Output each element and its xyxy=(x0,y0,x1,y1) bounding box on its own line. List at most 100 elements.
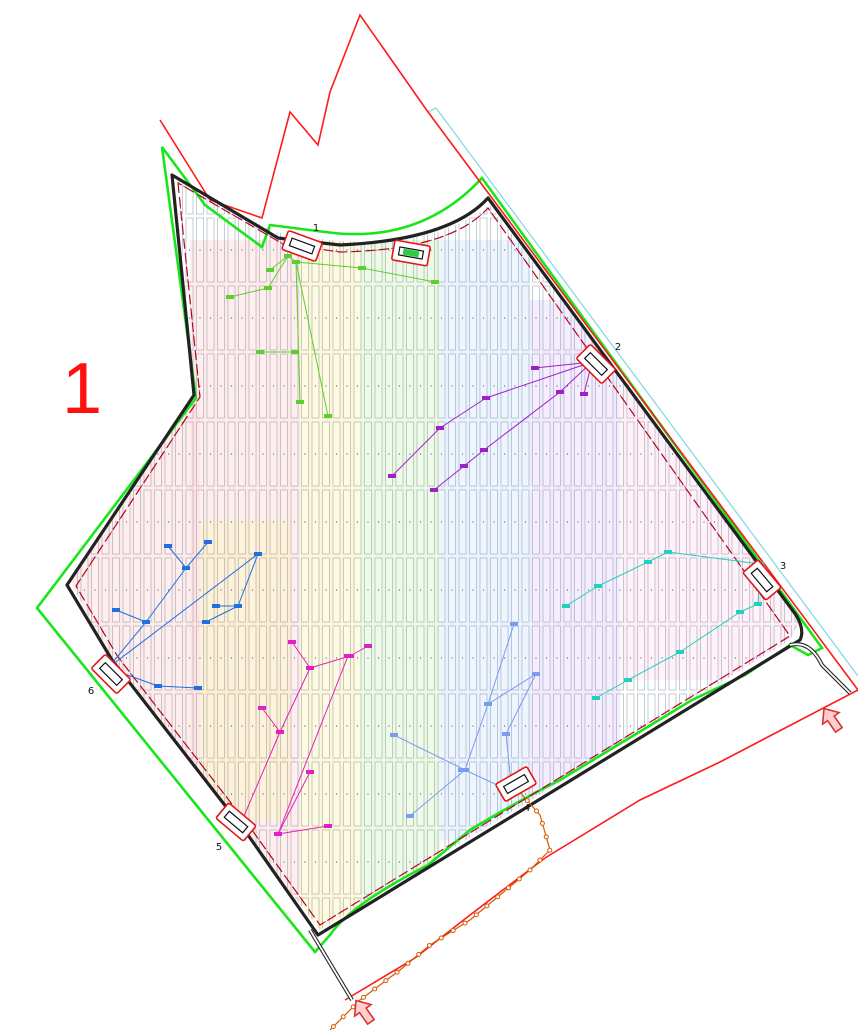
zone-tint xyxy=(440,240,530,840)
module-marker xyxy=(419,793,422,795)
module-row xyxy=(574,897,582,930)
module-marker xyxy=(451,793,453,795)
module-row xyxy=(227,829,236,895)
module-marker xyxy=(178,317,180,319)
module-marker xyxy=(398,929,401,930)
module-row xyxy=(710,693,719,759)
module-marker xyxy=(325,589,327,591)
module-marker xyxy=(63,589,64,590)
module-marker xyxy=(241,929,243,930)
combiner-box xyxy=(502,732,510,736)
module-marker xyxy=(682,861,684,863)
module-row xyxy=(395,897,404,930)
module-row xyxy=(752,693,761,759)
module-row xyxy=(206,180,215,215)
module-marker xyxy=(608,861,611,863)
module-marker xyxy=(325,385,327,387)
inverter-enclosure xyxy=(91,654,131,694)
module-marker xyxy=(94,657,96,659)
module-marker xyxy=(262,317,264,319)
module-row xyxy=(721,829,729,895)
combiner-box xyxy=(556,390,564,394)
module-marker xyxy=(220,929,222,930)
module-row xyxy=(679,829,687,895)
module-marker xyxy=(335,385,338,387)
module-row xyxy=(731,421,740,487)
module-marker xyxy=(346,793,348,795)
module-marker xyxy=(304,385,306,387)
module-row xyxy=(584,897,593,930)
module-marker xyxy=(293,657,296,659)
combiner-box xyxy=(288,640,296,644)
module-marker xyxy=(314,317,317,319)
module-marker xyxy=(356,453,359,455)
module-row xyxy=(626,761,635,827)
module-row xyxy=(794,353,800,419)
module-marker xyxy=(671,521,674,523)
module-marker xyxy=(94,589,96,591)
module-marker xyxy=(598,929,600,930)
module-marker xyxy=(356,929,359,930)
module-marker xyxy=(755,385,758,387)
inverter-enclosure xyxy=(215,802,257,842)
module-marker xyxy=(419,589,422,591)
module-marker xyxy=(83,453,86,455)
module-row xyxy=(311,897,320,930)
module-row xyxy=(742,421,750,487)
module-marker xyxy=(73,725,75,727)
module-marker xyxy=(787,589,789,591)
area-number: 1 xyxy=(62,349,102,429)
module-marker xyxy=(314,453,317,455)
module-marker xyxy=(493,317,495,319)
module-marker xyxy=(545,317,548,319)
module-marker xyxy=(608,589,611,591)
module-marker xyxy=(545,453,548,455)
module-marker xyxy=(167,589,170,591)
module-marker xyxy=(566,521,569,523)
module-marker xyxy=(241,725,243,727)
module-row xyxy=(122,421,131,487)
module-marker xyxy=(713,589,716,591)
module-row xyxy=(784,761,792,827)
combiner-box xyxy=(276,730,284,734)
module-row xyxy=(91,421,99,487)
module-marker xyxy=(451,657,453,659)
module-marker xyxy=(461,657,464,659)
module-marker xyxy=(545,657,548,659)
module-marker xyxy=(230,929,233,930)
module-marker xyxy=(63,181,64,182)
module-marker xyxy=(388,249,390,251)
module-row xyxy=(80,761,89,827)
module-row xyxy=(763,897,771,930)
module-marker xyxy=(104,181,107,183)
module-marker xyxy=(629,521,632,523)
module-row xyxy=(773,625,782,691)
module-row xyxy=(647,897,656,930)
module-marker xyxy=(398,521,401,523)
module-marker xyxy=(230,181,233,183)
module-marker xyxy=(314,793,317,795)
module-marker xyxy=(419,453,422,455)
module-marker xyxy=(692,317,695,319)
module-marker xyxy=(671,385,674,387)
module-marker xyxy=(692,657,695,659)
module-marker xyxy=(409,521,411,523)
module-marker xyxy=(608,317,611,319)
module-marker xyxy=(325,657,327,659)
module-marker xyxy=(493,793,495,795)
module-marker xyxy=(104,589,107,591)
module-row xyxy=(784,489,792,555)
module-marker xyxy=(262,725,264,727)
module-marker xyxy=(661,317,663,319)
module-marker xyxy=(325,521,327,523)
module-marker xyxy=(629,657,632,659)
module-marker xyxy=(388,725,390,727)
cable-segment xyxy=(483,391,561,451)
module-row xyxy=(490,897,498,930)
module-marker xyxy=(304,725,306,727)
module-marker xyxy=(713,521,716,523)
module-marker xyxy=(745,181,747,183)
module-row xyxy=(80,217,89,283)
cable-segment xyxy=(485,361,593,399)
module-row xyxy=(721,285,729,351)
